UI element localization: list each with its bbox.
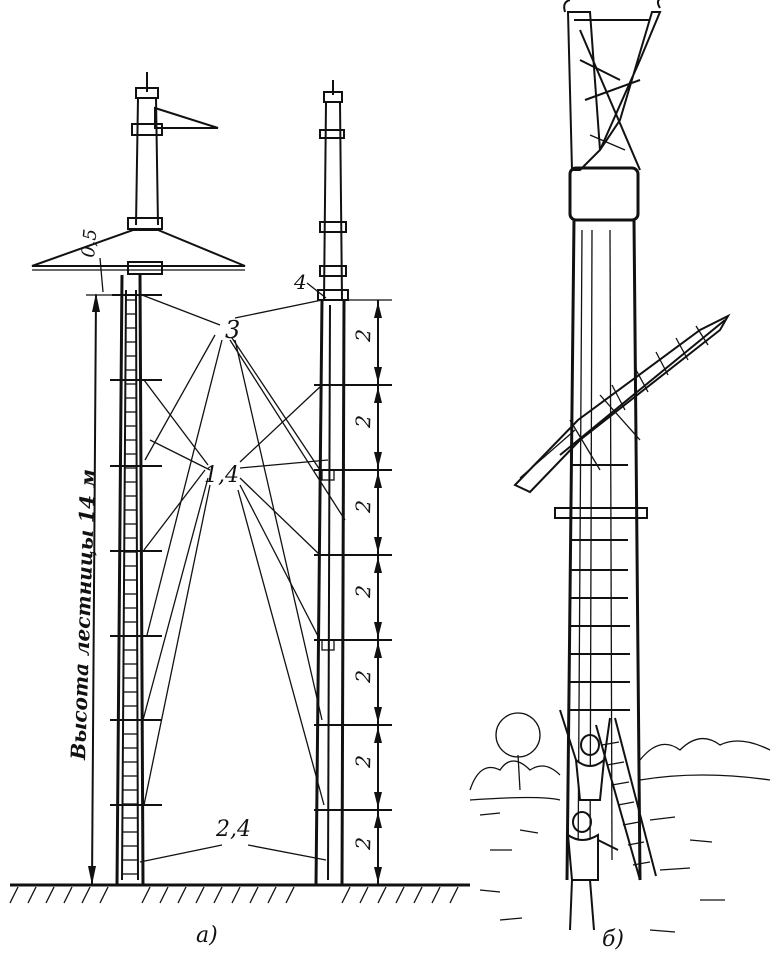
label-24: 2,4	[215, 817, 251, 842]
label-0-5: 0,5	[78, 228, 101, 258]
height-label: Высота лестницы 14 м	[66, 469, 100, 762]
caption-b: б)	[602, 927, 624, 952]
right-pole	[314, 80, 392, 886]
left-pole	[31, 72, 246, 886]
segment-label: 2	[351, 670, 375, 685]
leader-lines	[139, 282, 346, 863]
label-4: 4	[293, 270, 307, 294]
ground-line-a	[9, 883, 470, 904]
segment-label: 2	[351, 415, 375, 430]
segment-labels: 2 2 2 2 2 2 2	[351, 329, 375, 852]
panel-b-illustration	[469, 0, 771, 933]
segment-label: 2	[351, 837, 375, 852]
segment-label: 2	[351, 329, 375, 344]
caption-a: а)	[196, 923, 218, 948]
height-dimension	[86, 257, 118, 886]
segment-dimension	[346, 299, 392, 886]
segment-label: 2	[351, 755, 375, 770]
segment-label: 2	[351, 585, 375, 600]
label-14: 1,4	[204, 463, 239, 488]
segment-label: 2	[351, 500, 375, 515]
label-3: 3	[225, 316, 240, 344]
